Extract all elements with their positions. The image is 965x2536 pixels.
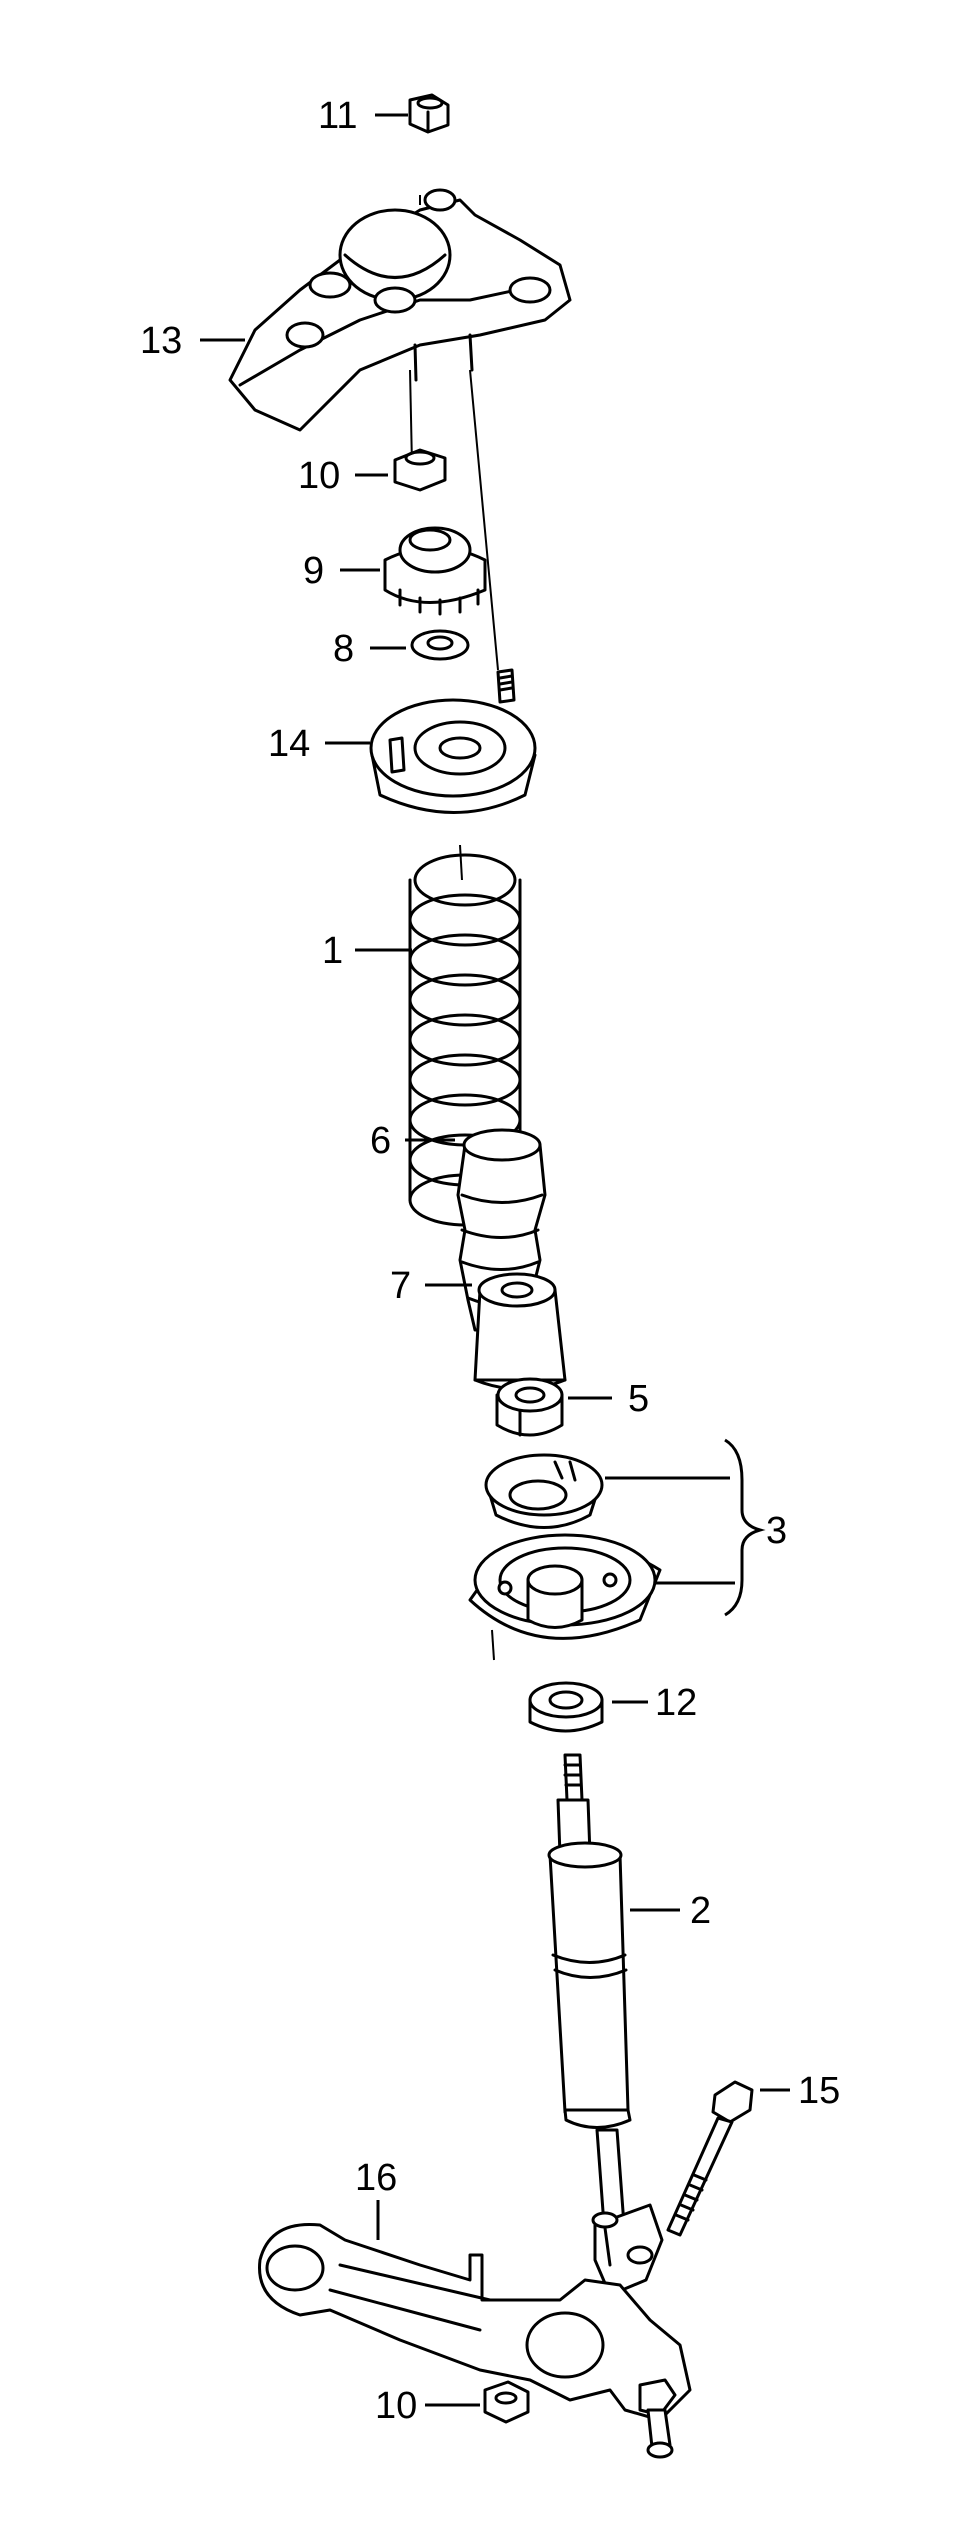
callout-10-top: 10	[298, 455, 340, 497]
part-14-stud	[496, 668, 516, 704]
part-5-split-ring	[495, 1377, 564, 1437]
callout-8: 8	[333, 628, 354, 670]
callout-7: 7	[390, 1265, 411, 1307]
part-10-nut-lower	[483, 2380, 530, 2424]
callout-labels: 11 13 10 9 8 14 1 6 7 5 3 12 2 15 16 10	[140, 95, 840, 2427]
callout-3: 3	[766, 1510, 787, 1552]
part-16-control-arm	[258, 2211, 692, 2459]
part-7-protective-boot	[473, 1272, 567, 1391]
callout-12: 12	[655, 1682, 697, 1724]
part-9-bearing	[383, 526, 487, 616]
callout-6: 6	[370, 1120, 391, 1162]
callout-14: 14	[268, 723, 310, 765]
part-3-upper-seat	[484, 1453, 604, 1529]
callout-9: 9	[303, 550, 324, 592]
callout-13: 13	[140, 320, 182, 362]
callout-11: 11	[318, 95, 357, 137]
part-14-spring-seat	[369, 698, 537, 814]
leader-lines	[200, 113, 790, 2407]
part-8-washer	[410, 629, 470, 661]
callout-15: 15	[798, 2070, 840, 2112]
part-10-nut-upper	[393, 448, 447, 492]
part-11-nut	[408, 93, 450, 134]
callout-1: 1	[322, 930, 343, 972]
callout-10-bottom: 10	[375, 2385, 417, 2427]
part-12-bushing	[528, 1681, 604, 1733]
part-15-bolt	[666, 2080, 754, 2237]
center-axis	[409, 195, 499, 1661]
callout-16: 16	[355, 2157, 397, 2199]
part-13-strut-mount	[228, 188, 572, 432]
part-2-shock-absorber	[547, 1753, 664, 2297]
part-3-lower-seat	[468, 1533, 662, 1640]
callout-5: 5	[628, 1378, 649, 1420]
callout-2: 2	[690, 1890, 711, 1932]
